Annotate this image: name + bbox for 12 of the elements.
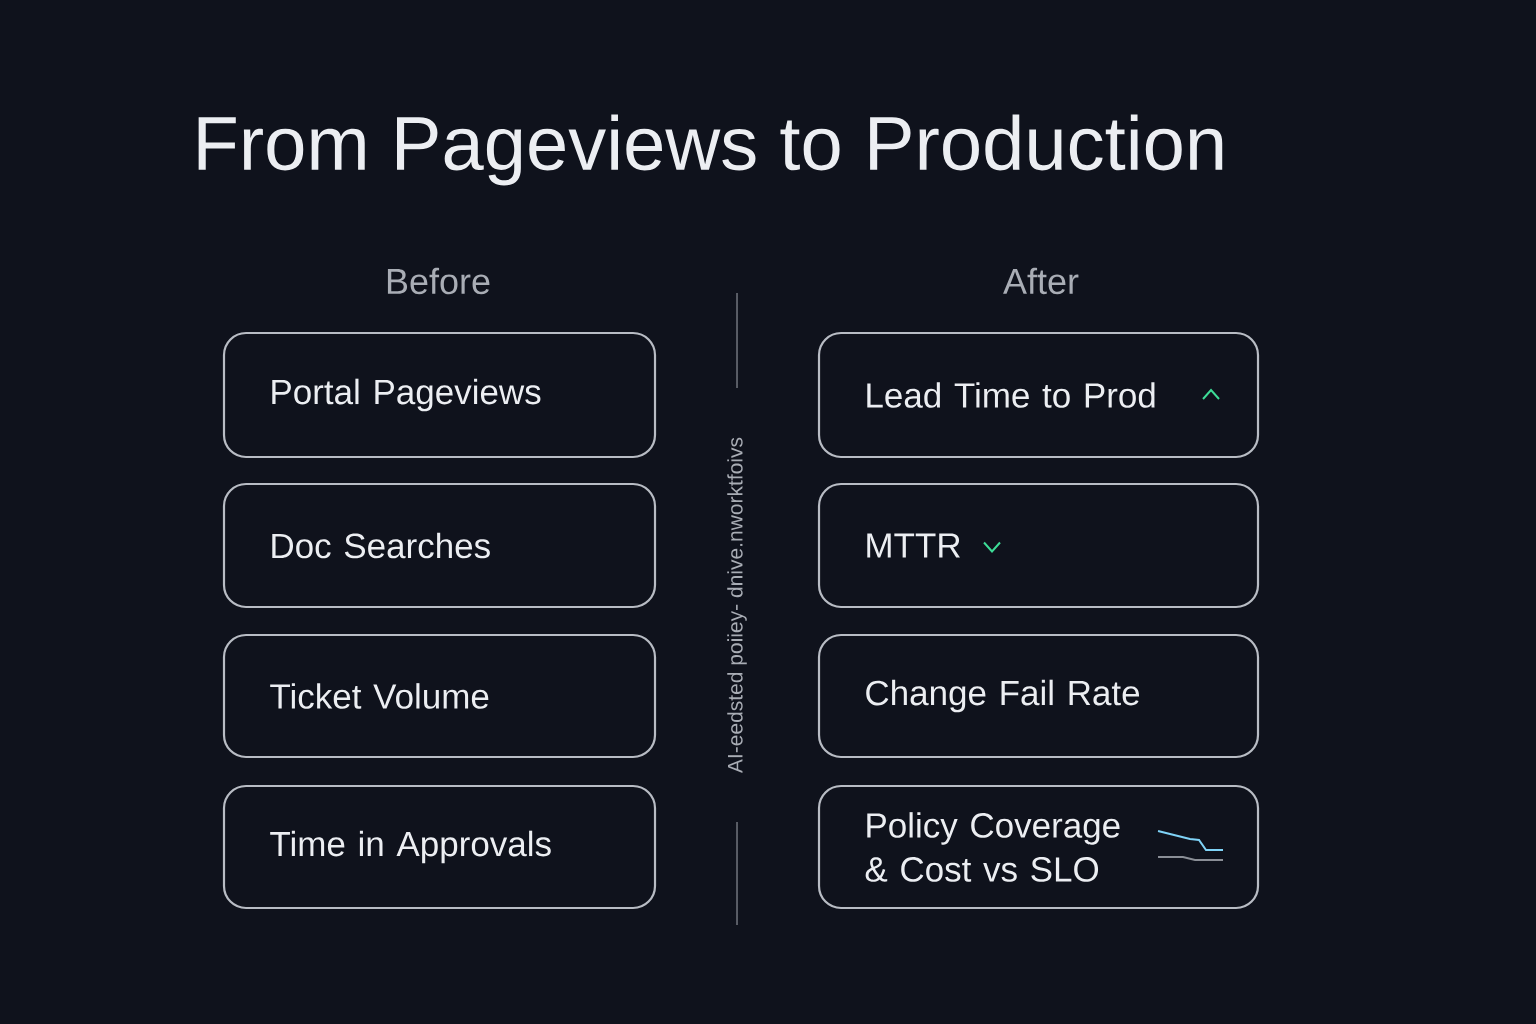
metric-box: Ticket Volume	[222, 633, 657, 759]
metric-box: Policy Coverage & Cost vs SLO	[817, 784, 1260, 910]
metric-box: Portal Pageviews	[222, 331, 657, 459]
metric-box: Change Fail Rate	[817, 633, 1260, 759]
vertical-caption: AI-eedsted poiiey- dnive.nworktfoivs	[727, 437, 747, 774]
column-heading: After	[1003, 267, 1079, 295]
metric-box: MTTR	[817, 482, 1260, 609]
title: From Pageviews to Production	[198, 114, 1223, 186]
column-heading: Before	[387, 267, 490, 295]
metric-box: Time in Approvals	[222, 784, 657, 910]
metric-box: Doc Searches	[222, 482, 657, 609]
metric-box: Lead Time to Prod	[817, 331, 1260, 459]
